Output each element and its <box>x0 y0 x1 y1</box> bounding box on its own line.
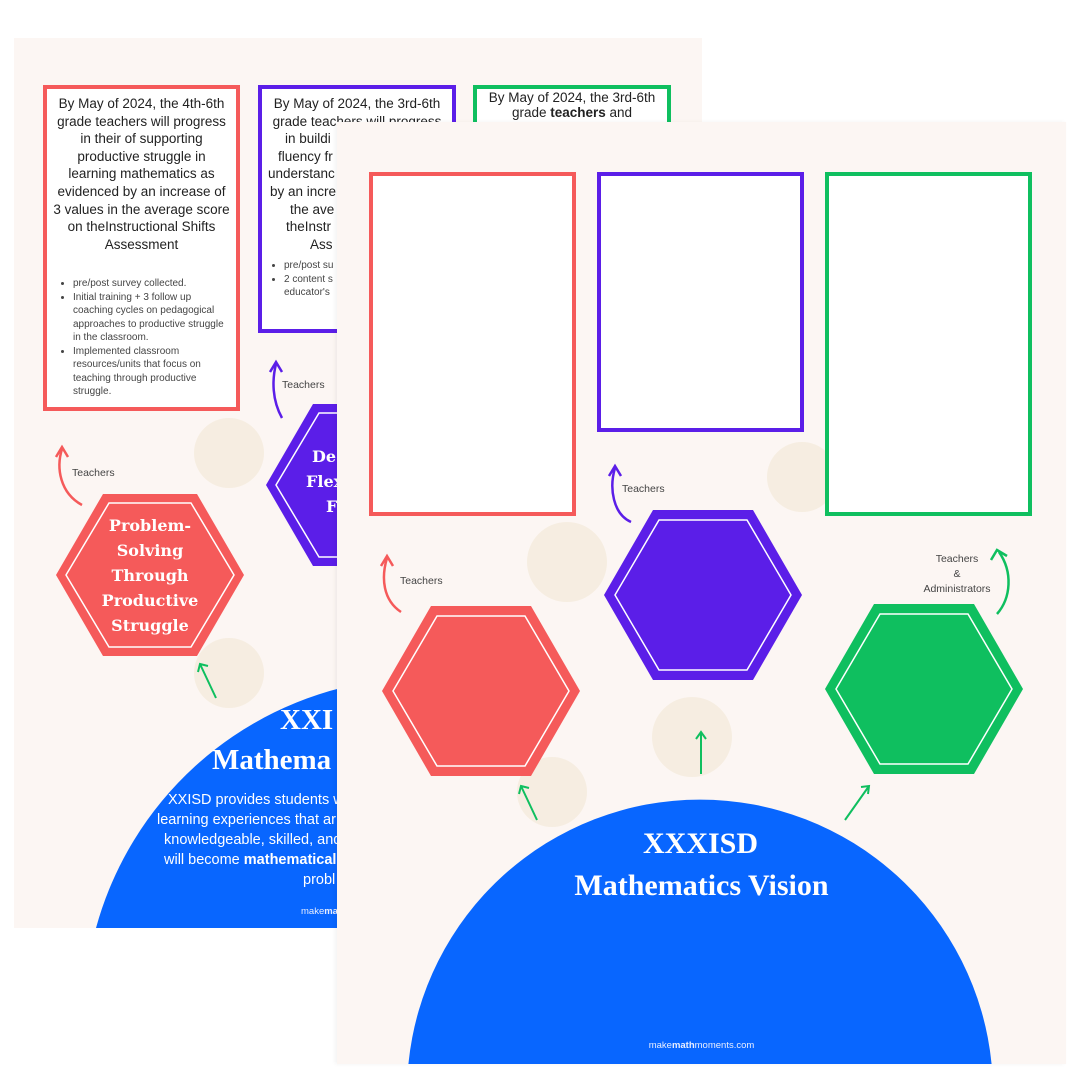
up-arrow-icon <box>197 662 217 699</box>
goal-line: learning mathematics as <box>68 166 215 182</box>
goal-line: the ave <box>290 201 335 217</box>
footer-text: moments.com <box>694 1040 755 1051</box>
goal-text-part: grade <box>511 105 551 120</box>
goal-card-problem-solving: By May of 2024, the 4th-6th grade teache… <box>43 85 240 411</box>
evidence-list: pre/post su 2 content s educator's <box>262 259 342 300</box>
goal-line: grade teachers and <box>483 105 661 120</box>
hexagon-label-line: De <box>312 447 337 466</box>
curved-arrow-icon <box>607 463 632 524</box>
vision-text-bold: mathematical <box>243 852 337 868</box>
hexagon-red <box>382 606 580 776</box>
vision-title: XXI <box>280 704 334 736</box>
hexagon-green <box>825 604 1023 774</box>
hexagon-label-line: Through <box>111 566 189 585</box>
vision-circle <box>408 799 992 1064</box>
footer-brand: makemathmoments.com <box>337 1040 1066 1051</box>
goal-line: theInstr <box>286 219 332 235</box>
goal-line: Assessment <box>104 236 179 252</box>
hexagon-label: De Flex F <box>306 444 366 519</box>
curved-arrow-icon <box>379 553 402 614</box>
goal-card-green-blank <box>825 172 1032 516</box>
vision-title: Mathematics Vision <box>574 869 829 902</box>
goal-line: By May of 2024, the 3rd-6th <box>273 96 441 111</box>
vision-title: XXXISD <box>642 827 759 860</box>
goal-line: in their of supporting <box>80 131 203 147</box>
goal-line: in buildi <box>285 131 331 147</box>
goal-line: grade teachers will progress <box>57 113 226 129</box>
curved-arrow-icon <box>989 548 1010 615</box>
hexagon-purple <box>604 510 802 680</box>
goal-text-part: and <box>605 105 633 120</box>
goal-line: 3 values in the average score <box>53 201 230 217</box>
up-arrow-icon <box>695 730 707 774</box>
tree-decoration <box>194 418 264 488</box>
goal-line: evidenced by an increase of <box>57 183 226 199</box>
goal-text: By May of 2024, the 3rd-6th grade teache… <box>477 89 667 120</box>
hexagon-label-line: Flex <box>306 472 344 491</box>
evidence-item: Implemented classroom resources/units th… <box>73 345 226 399</box>
goal-line: understanc <box>268 166 335 182</box>
vision-statement-line: knowledgeable, skilled, and <box>164 832 342 848</box>
vision-statement-line: will become mathematical <box>164 852 336 868</box>
goal-line: productive struggle in <box>77 148 206 164</box>
goal-line: By May of 2024, the 3rd-6th <box>488 90 656 105</box>
vision-statement-line: probl <box>303 872 336 888</box>
vision-title: Mathema <box>212 744 332 776</box>
evidence-list: pre/post survey collected. Initial train… <box>47 277 236 399</box>
vision-statement-line: learning experiences that ar <box>157 812 336 828</box>
tree-decoration <box>652 697 732 777</box>
tree-decoration <box>527 522 607 602</box>
arrow-label-line: Administrators <box>923 583 991 595</box>
evidence-item: pre/post survey collected. <box>73 277 226 291</box>
evidence-item: 2 content s educator's <box>284 273 340 300</box>
goal-text: By May of 2024, the 4th-6th grade teache… <box>47 89 236 253</box>
goal-card-red-blank <box>369 172 576 516</box>
goal-line: fluency fr <box>278 148 333 164</box>
footer-text-bold: math <box>671 1040 695 1051</box>
goal-line: By May of 2024, the 4th-6th <box>58 96 225 111</box>
goal-card-purple-blank <box>597 172 804 432</box>
hexagon-label: Problem- Solving Through Productive Stru… <box>56 513 244 638</box>
hexagon-label-line: Problem- <box>108 516 192 535</box>
arrow-label-line: & <box>953 568 961 580</box>
hexagon-problem-solving <box>56 494 244 656</box>
footer-text-bold: ma <box>324 906 338 917</box>
goal-line: by an incre <box>270 183 337 199</box>
goal-line: Ass <box>310 236 333 252</box>
arrow-label: Teachers <box>282 379 325 391</box>
vision-text: will become <box>164 852 244 868</box>
tree-decoration <box>194 638 264 708</box>
footer-text: make <box>648 1040 672 1051</box>
arrow-label: Teachers & Administrators <box>912 552 1002 597</box>
arrow-label: Teachers <box>622 483 665 495</box>
curved-arrow-icon <box>54 444 83 507</box>
curved-arrow-icon <box>268 359 284 419</box>
evidence-item: Initial training + 3 follow up coaching … <box>73 291 226 345</box>
goal-line: on theInstructional Shifts <box>67 219 216 235</box>
hexagon-label-line: Struggle <box>111 616 189 635</box>
arrow-label: Teachers <box>72 467 115 479</box>
up-arrow-icon <box>518 784 538 821</box>
arrow-label: Teachers <box>400 575 443 587</box>
hexagon-label-line: Solving <box>116 541 184 560</box>
goal-text-bold: teachers <box>550 105 606 120</box>
arrow-label-line: Teachers <box>935 553 979 565</box>
up-arrow-icon <box>844 784 871 821</box>
footer-text: make <box>301 906 325 917</box>
vision-statement-line: XXISD provides students w <box>168 792 344 808</box>
hexagon-label-line: Productive <box>101 591 199 610</box>
front-page: Teachers Teachers Teachers & Administrat… <box>337 122 1066 1064</box>
evidence-item: pre/post su <box>284 259 342 273</box>
hexagon-label-line: F <box>326 497 338 516</box>
footer-brand: makema <box>301 906 338 917</box>
